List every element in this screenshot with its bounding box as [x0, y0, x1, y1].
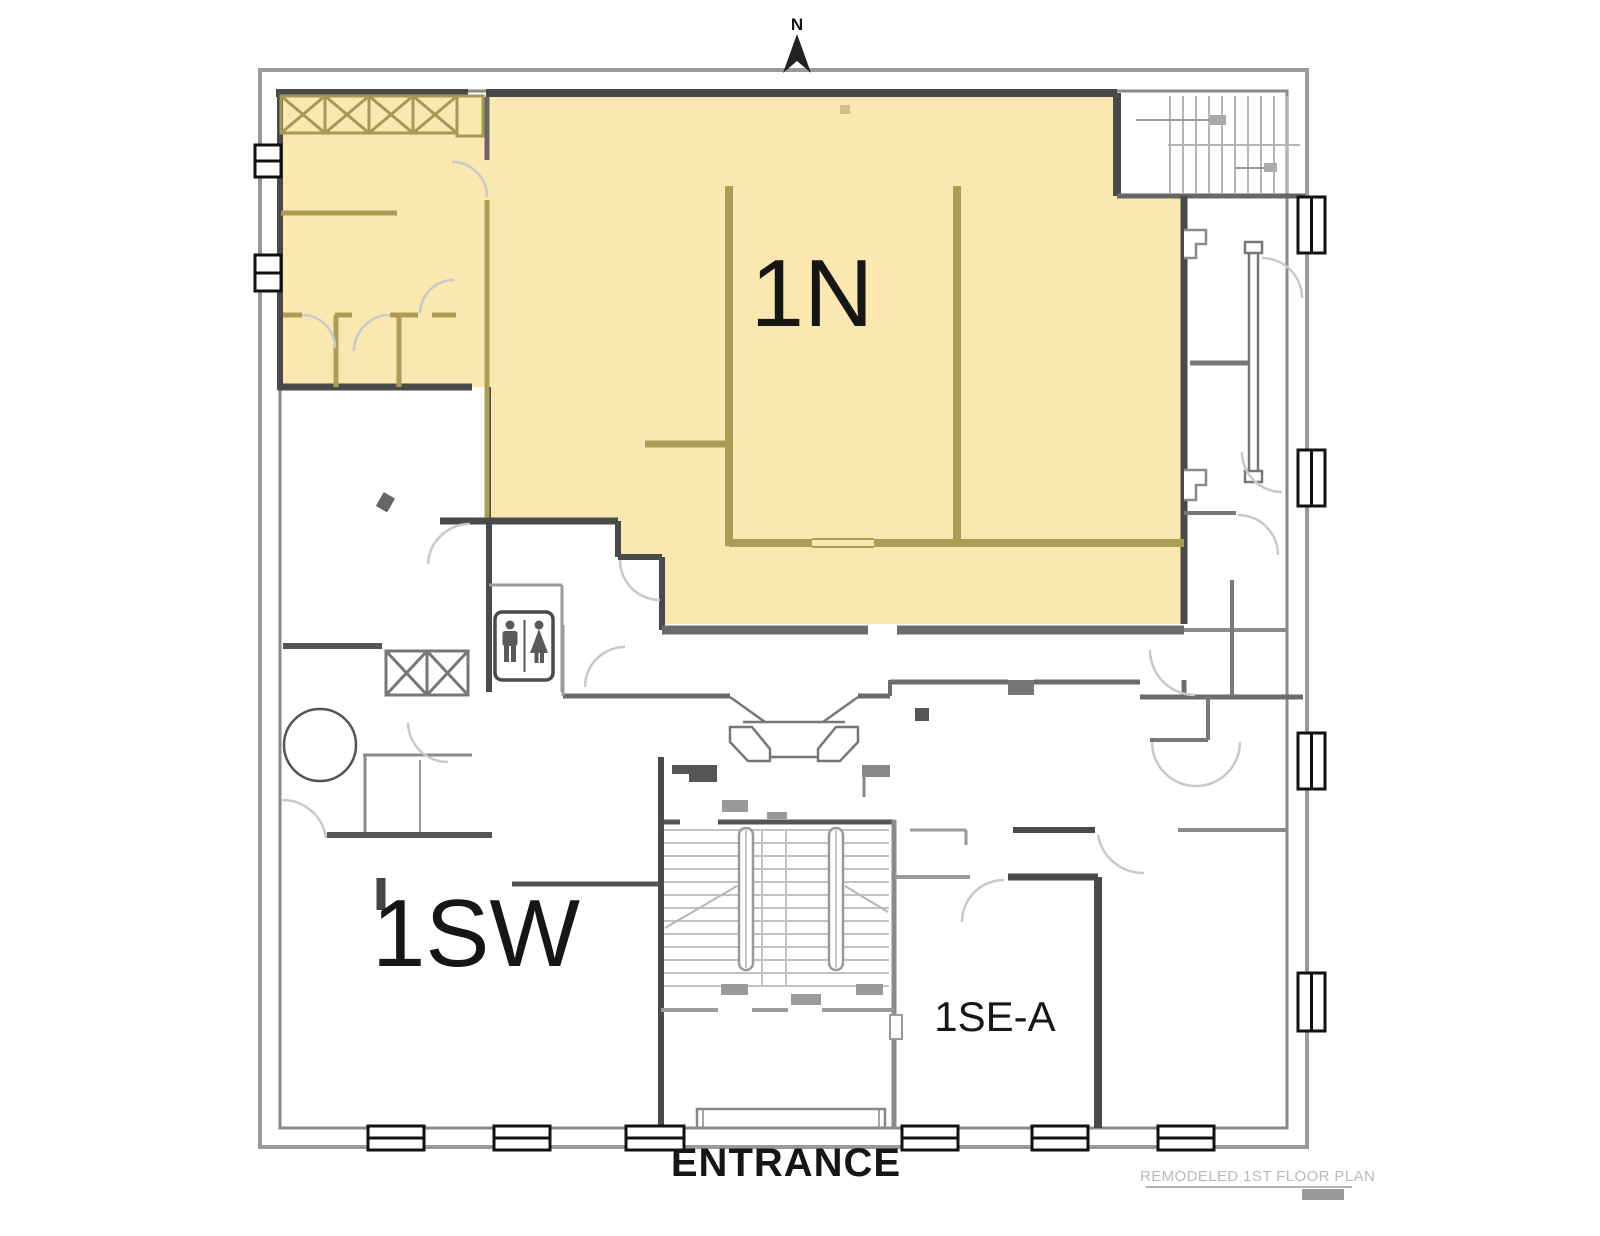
highlight-interior-walls [281, 186, 1184, 548]
room-label-1n: 1N [750, 240, 874, 347]
room-label-1sw: 1SW [371, 880, 581, 987]
hatch-boxes-middle [384, 649, 470, 697]
round-table [282, 707, 358, 783]
main-staircase [664, 826, 889, 987]
room-label-1se-a: 1SE-A [934, 993, 1056, 1040]
upper-right-staircase [1136, 96, 1300, 193]
restroom-icon [493, 610, 555, 682]
lobby-markers [375, 492, 1034, 1005]
women-figure [530, 620, 548, 663]
gray-walls [283, 360, 1303, 1128]
door-arcs [281, 160, 1304, 923]
entrance-recess [695, 1107, 887, 1127]
windows [253, 143, 1327, 1152]
compass-north-label: N [790, 15, 804, 34]
entrance-label: ENTRANCE [670, 1141, 902, 1185]
entry-vestibule [728, 695, 860, 763]
caption-block [1302, 1189, 1344, 1200]
north-arrow-icon [783, 34, 811, 73]
hatch-boxes-top [279, 94, 485, 138]
plan-title-caption: REMODELED 1ST FLOOR PLAN [1140, 1168, 1376, 1185]
men-figure [502, 620, 518, 662]
caption-graphics [1146, 1186, 1352, 1200]
right-wing-details [1184, 228, 1264, 502]
